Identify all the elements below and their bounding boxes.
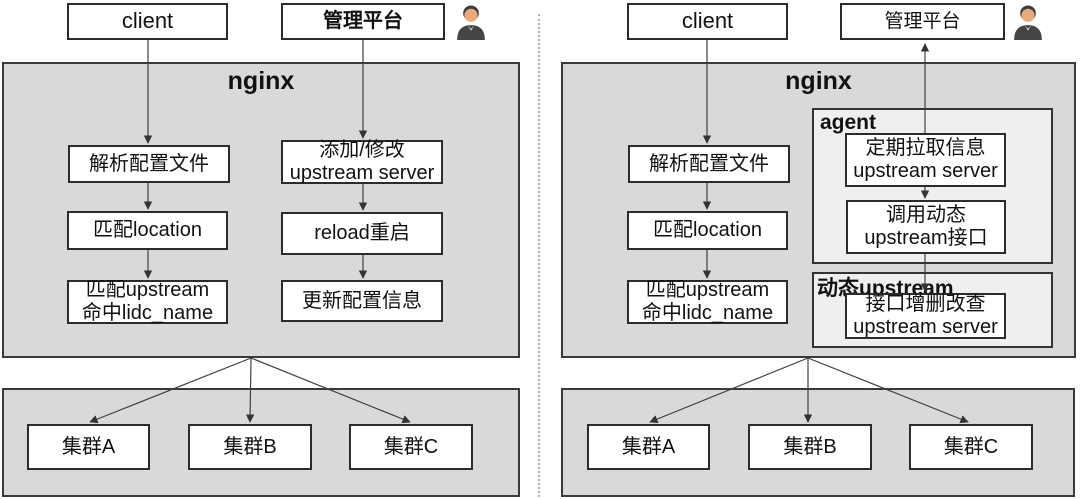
- left-parse-config-box: 解析配置文件: [68, 145, 230, 183]
- right-agent-title: agent: [820, 111, 877, 134]
- right-match-upstream-box: 匹配upstream 命中lidc_name: [627, 279, 788, 324]
- left-match-location-box: 匹配location: [67, 211, 228, 250]
- right-crud-upstream-box: 接口增删改查 upstream server: [845, 293, 1006, 339]
- right-match-location-box: 匹配location: [627, 211, 788, 250]
- left-cluster-a-box: 集群A: [27, 424, 150, 470]
- left-reload-box: reload重启: [281, 212, 443, 255]
- left-nginx-title: nginx: [227, 67, 295, 95]
- left-match-upstream-box: 匹配upstream 命中lidc_name: [67, 279, 228, 324]
- left-update-config-box: 更新配置信息: [281, 280, 443, 322]
- left-add-modify-upstream-box: 添加/修改 upstream server: [281, 139, 443, 184]
- right-cluster-b-box: 集群B: [748, 424, 872, 470]
- right-cluster-a-box: 集群A: [587, 424, 710, 470]
- right-pull-info-box: 定期拉取信息 upstream server: [845, 133, 1006, 187]
- right-call-dynamic-api-box: 调用动态 upstream接口: [846, 200, 1006, 254]
- left-admin-platform-box: 管理平台: [281, 3, 445, 40]
- right-admin-platform-box: 管理平台: [840, 3, 1005, 40]
- left-cluster-b-box: 集群B: [188, 424, 312, 470]
- right-client-box: client: [627, 3, 788, 40]
- left-client-box: client: [67, 3, 228, 40]
- dashed-divider-line: [538, 14, 540, 497]
- right-parse-config-box: 解析配置文件: [628, 145, 790, 183]
- user-bust-icon: [1014, 5, 1042, 40]
- user-bust-icon: [457, 5, 485, 40]
- right-nginx-title: nginx: [785, 67, 852, 95]
- left-cluster-c-box: 集群C: [349, 424, 473, 470]
- right-cluster-c-box: 集群C: [909, 424, 1033, 470]
